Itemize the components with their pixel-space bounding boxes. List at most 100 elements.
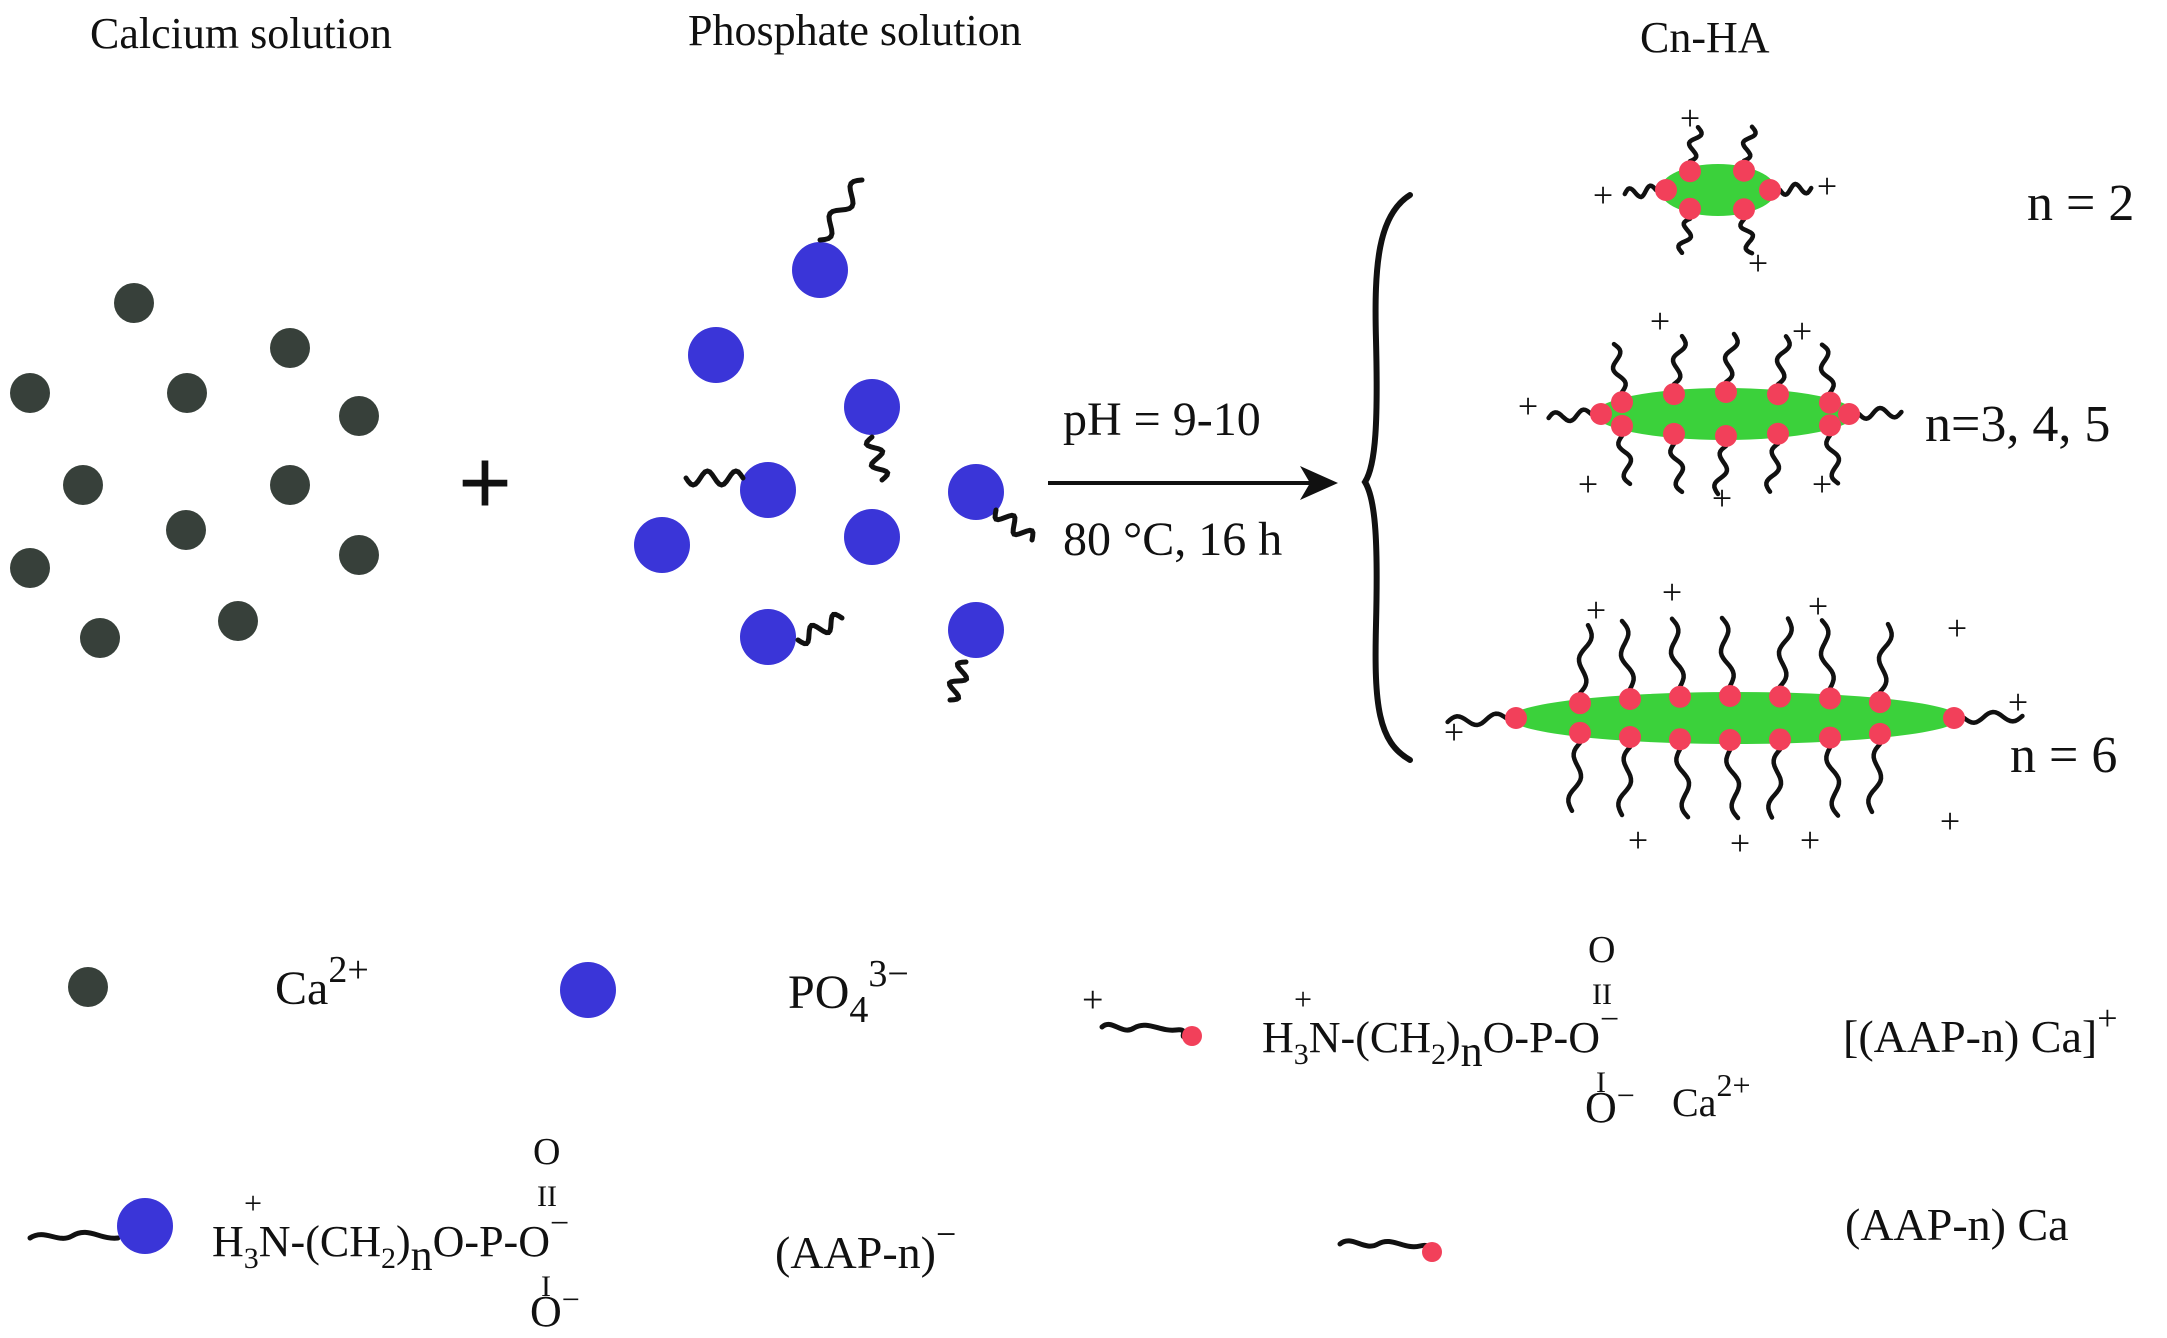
mixing-plus-sign: + [458, 429, 513, 536]
surface-site [1619, 726, 1641, 748]
grafted-chain [1821, 620, 1834, 688]
grafted-chain [1868, 744, 1881, 812]
charge-plus: + [1518, 386, 1538, 426]
grafted-chain [1618, 747, 1631, 815]
legend-calcium-label: Ca2+ [275, 949, 369, 1015]
surface-site [1819, 687, 1841, 709]
surface-site [1769, 686, 1791, 708]
legend-complex-formula: H3N-(CH2)nO-P-O− + O II I O− Ca2+ [1262, 929, 1750, 1132]
temperature-time-condition: 80 °C, 16 h [1063, 513, 1282, 566]
surface-site [1611, 415, 1633, 437]
calcium-ion [167, 373, 207, 413]
grafted-chain [1743, 127, 1755, 161]
grafted-chain [1671, 619, 1684, 687]
calcium-ion [80, 618, 120, 658]
charge-plus: + [1792, 311, 1812, 351]
grafted-chain [1568, 743, 1581, 811]
charge-plus: + [1662, 572, 1682, 612]
surface-site [1869, 723, 1891, 745]
variant-label-n2: n = 2 [2027, 175, 2134, 232]
charge-plus: + [1650, 301, 1670, 341]
surface-site [1759, 179, 1781, 201]
charge-plus: + [1578, 464, 1598, 504]
surface-site [1719, 729, 1741, 751]
calcium-ion [10, 548, 50, 588]
grafted-chain [1821, 345, 1834, 393]
calcium-solution-heading: Calcium solution [90, 9, 392, 58]
surface-site [1655, 179, 1677, 201]
product-heading: Cn-HA [1640, 13, 1770, 62]
svg-text:+: + [1294, 981, 1312, 1017]
surface-site [1663, 383, 1685, 405]
surface-site [1819, 392, 1841, 414]
charge-plus: + [1817, 166, 1837, 206]
grafted-chain [1670, 444, 1683, 492]
charge-plus: + [1812, 464, 1832, 504]
ha-crystal-variants: ++++++++++++++++++++ [1444, 98, 2028, 863]
surface-site [1569, 722, 1591, 744]
aap-chain [995, 510, 1033, 540]
phosphate-ion [792, 242, 848, 298]
legend-complex-charge-glyph: + [1082, 979, 1103, 1021]
charge-plus: + [2008, 682, 2028, 722]
phosphate-ion [688, 327, 744, 383]
calcium-ion [114, 283, 154, 323]
phosphate-ion [844, 509, 900, 565]
surface-site [1569, 692, 1591, 714]
grafted-chain [1676, 749, 1689, 817]
legend-aap-ca-site [1422, 1242, 1442, 1262]
svg-text:II: II [1592, 978, 1612, 1011]
legend-complex-name: [(AAP-n) Ca]+ [1843, 998, 2118, 1062]
svg-text:O−: O− [1585, 1077, 1635, 1132]
svg-text:Ca2+: Ca2+ [1672, 1067, 1750, 1125]
aap-chain [686, 471, 743, 485]
svg-text:O−: O− [530, 1281, 580, 1333]
phosphate-ion-cluster [634, 180, 1033, 700]
grafted-chain [1721, 618, 1734, 686]
surface-site [1611, 391, 1633, 413]
grafted-chain [1549, 410, 1591, 421]
legend: Ca2+ PO43− + H3N-(CH2)nO-P-O− + O II I O… [30, 929, 2118, 1333]
surface-site [1943, 707, 1965, 729]
grafted-chain [1725, 334, 1738, 382]
surface-site [1715, 425, 1737, 447]
legend-phosphate-dot [560, 962, 616, 1018]
variant-label-n6: n = 6 [2010, 727, 2117, 784]
grafted-chain [1618, 436, 1631, 484]
calcium-ion [270, 328, 310, 368]
aap-chain [866, 437, 887, 480]
calcium-ion-cluster [10, 283, 379, 658]
ha-crystal-body [1660, 164, 1776, 216]
ph-condition: pH = 9-10 [1063, 393, 1261, 446]
phosphate-ion [634, 517, 690, 573]
legend-aap-dot [117, 1198, 173, 1254]
phosphate-ion [844, 379, 900, 435]
calcium-ion [339, 535, 379, 575]
aap-chain [820, 180, 862, 240]
surface-site [1679, 198, 1701, 220]
curly-brace [1365, 195, 1410, 760]
surface-site [1590, 403, 1612, 425]
phosphate-ion [740, 609, 796, 665]
surface-site [1869, 691, 1891, 713]
charge-plus: + [1748, 243, 1768, 283]
legend-aap-formula: H3N-(CH2)nO-P-O− + O II I O− [212, 1131, 580, 1333]
svg-text:H3N-(CH2)nO-P-O−: H3N-(CH2)nO-P-O− [212, 1205, 569, 1280]
surface-site [1733, 198, 1755, 220]
surface-site [1669, 686, 1691, 708]
surface-site [1669, 728, 1691, 750]
svg-text:H3N-(CH2)nO-P-O−: H3N-(CH2)nO-P-O− [1262, 1001, 1619, 1076]
grafted-chain [1625, 186, 1656, 197]
phosphate-ion [948, 602, 1004, 658]
crystal-n2: ++++ [1593, 98, 1837, 283]
calcium-ion [10, 373, 50, 413]
charge-plus: + [1730, 823, 1750, 863]
surface-site [1769, 728, 1791, 750]
reaction-arrow [1048, 466, 1338, 500]
variant-label-n345: n=3, 4, 5 [1925, 396, 2110, 453]
surface-site [1505, 707, 1527, 729]
surface-site [1767, 383, 1789, 405]
aap-chain [798, 614, 842, 643]
